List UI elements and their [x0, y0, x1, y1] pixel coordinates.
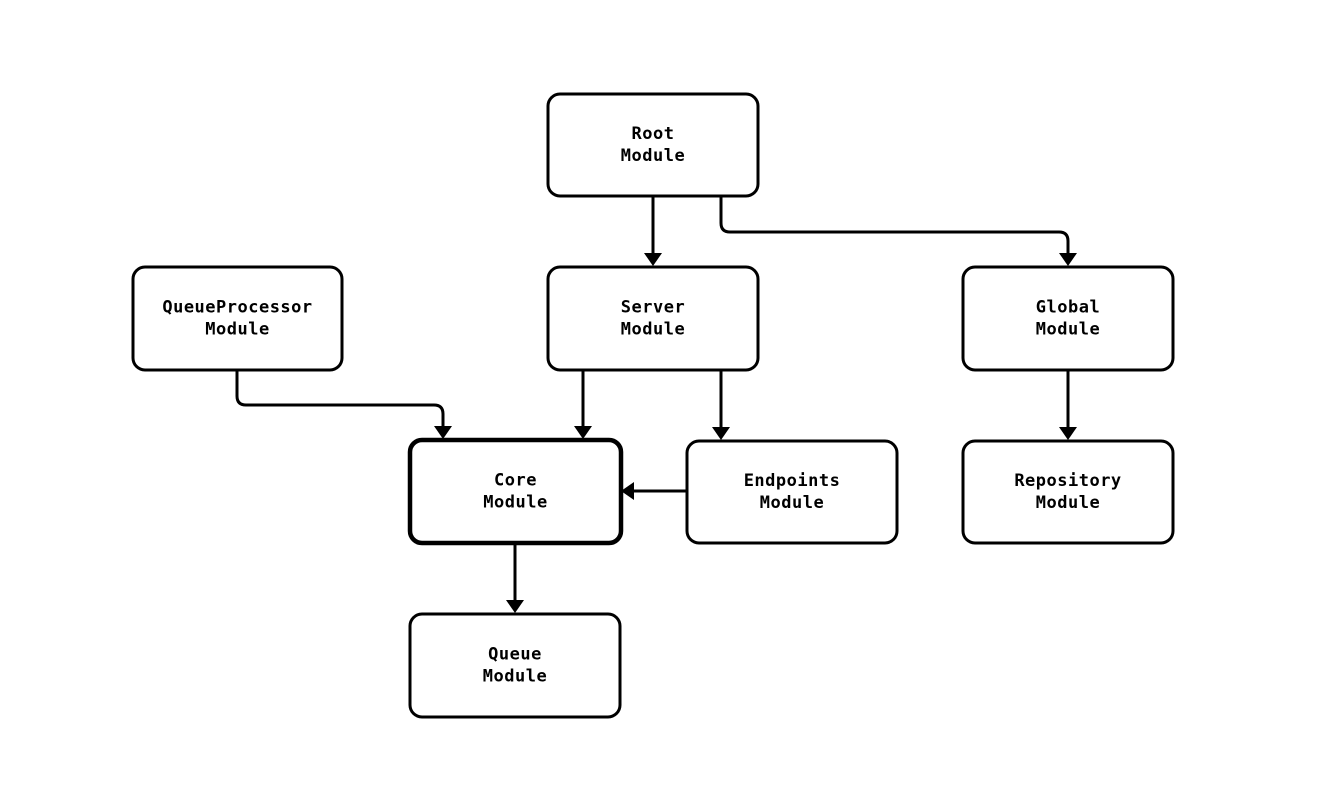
node-label-name: Global: [1036, 298, 1100, 318]
arrow-head-icon: [506, 600, 524, 613]
edges-layer: [235, 196, 1077, 613]
edge-core-to-queue: [506, 543, 524, 613]
node-box[interactable]: [131, 265, 344, 372]
arrow-head-icon: [1059, 427, 1077, 440]
node-label-suffix: Module: [483, 493, 547, 513]
node-label-suffix: Module: [1036, 320, 1100, 340]
arrow-head-icon: [1059, 253, 1077, 266]
edge-queueprocessor-to-core: [235, 370, 452, 439]
node-label-name: Queue: [488, 645, 542, 665]
node-box[interactable]: [961, 439, 1175, 545]
arrow-head-icon: [434, 426, 452, 439]
node-box[interactable]: [546, 92, 760, 198]
node-label-suffix: Module: [621, 320, 685, 340]
edge-line: [235, 370, 445, 429]
arrow-head-icon: [574, 426, 592, 439]
edge-root-to-server: [644, 196, 662, 266]
node-box[interactable]: [685, 439, 899, 545]
node-label-name: Root: [632, 124, 675, 144]
nodes-layer: RootModuleQueueProcessorModuleServerModu…: [131, 92, 1175, 719]
edge-root-to-global: [719, 196, 1077, 266]
node-box[interactable]: [407, 437, 624, 546]
node-label-name: Server: [621, 298, 685, 318]
node-box[interactable]: [408, 612, 622, 719]
edge-line: [719, 196, 1070, 256]
node-label-name: Repository: [1014, 471, 1121, 491]
edge-server-to-endpoints: [712, 370, 730, 440]
node-box[interactable]: [961, 265, 1175, 372]
edge-server-to-core: [574, 370, 592, 439]
arrow-head-icon: [621, 482, 634, 500]
node-label-name: QueueProcessor: [162, 298, 312, 318]
node-box[interactable]: [546, 265, 760, 372]
node-label-name: Core: [494, 471, 537, 491]
node-label-suffix: Module: [1036, 493, 1100, 513]
node-label-suffix: Module: [621, 146, 685, 166]
node-label-name: Endpoints: [744, 471, 841, 491]
arrow-head-icon: [712, 427, 730, 440]
node-label-suffix: Module: [205, 320, 269, 340]
node-label-suffix: Module: [760, 493, 824, 513]
arrow-head-icon: [644, 253, 662, 266]
edge-global-to-repository: [1059, 370, 1077, 440]
node-label-suffix: Module: [483, 667, 547, 687]
edge-endpoints-to-core: [621, 482, 687, 500]
